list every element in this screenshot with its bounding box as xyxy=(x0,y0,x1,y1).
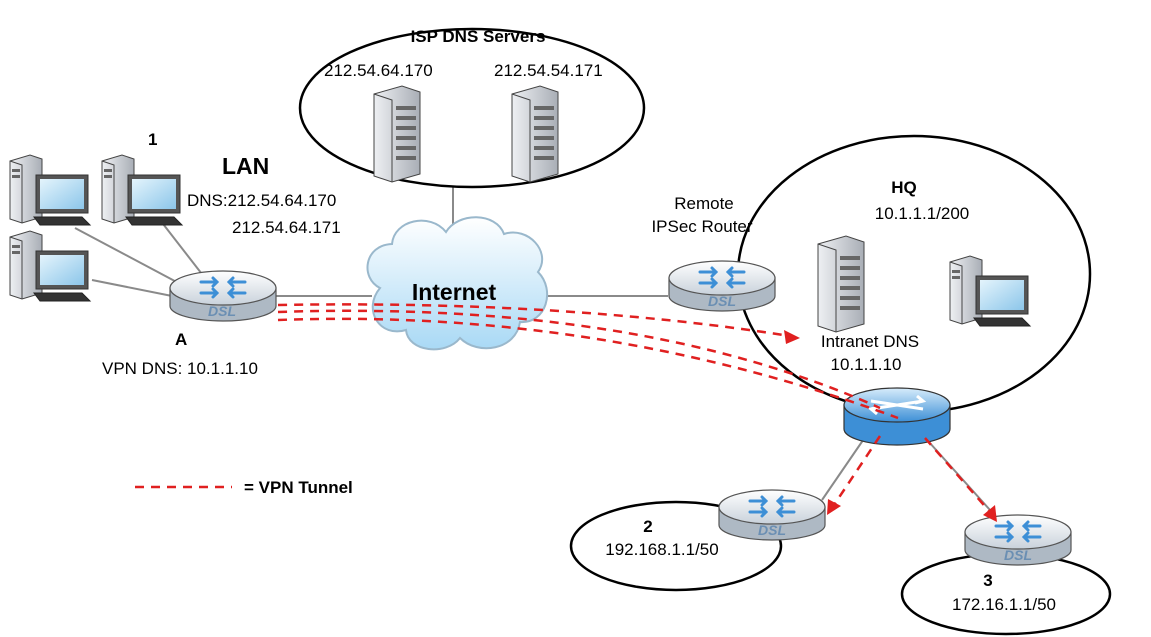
remote-router-label-line1: Remote xyxy=(674,194,734,213)
arrowhead-site2 xyxy=(827,499,841,515)
lan-pc-1-icon xyxy=(9,154,91,226)
legend-label: = VPN Tunnel xyxy=(244,478,353,497)
internet-label: Internet xyxy=(412,279,497,305)
network-links xyxy=(74,186,991,511)
isp-server1-ip: 212.54.64.170 xyxy=(324,61,433,80)
isp-title: ISP DNS Servers xyxy=(411,27,546,46)
link-pc2-router-a xyxy=(159,219,206,279)
lan-pc-3-icon xyxy=(9,230,91,302)
site2-number: 2 xyxy=(643,517,652,536)
intranet-dns-ip: 10.1.1.10 xyxy=(831,355,902,374)
remote-router-dsl-text: DSL xyxy=(708,293,736,309)
hq-title: HQ xyxy=(891,178,917,197)
internet-cloud-icon xyxy=(366,216,548,351)
router-a-dsl-text: DSL xyxy=(208,303,236,319)
router-3-dsl-text: DSL xyxy=(1004,547,1032,563)
lan-dns-line2: 212.54.64.171 xyxy=(232,218,341,237)
isp-server2-ip: 212.54.54.171 xyxy=(494,61,603,80)
link-pc1-router-a xyxy=(74,227,187,288)
arrowhead-hq xyxy=(784,330,800,344)
lan-pc-number: 1 xyxy=(148,130,157,149)
vpn-tunnel-a-to-switch-1 xyxy=(277,309,881,410)
vpn-tunnel-a-to-hq xyxy=(277,303,791,338)
lan-title: LAN xyxy=(222,153,269,179)
vpn-tunnels xyxy=(135,303,991,513)
isp-dns-server-2-icon xyxy=(511,85,559,183)
router-2-dsl-text: DSL xyxy=(758,522,786,538)
site3-region xyxy=(900,552,1112,636)
hq-subnet: 10.1.1.1/200 xyxy=(875,204,970,223)
vpn-tunnel-switch-to-site3 xyxy=(924,437,991,513)
vpn-arrowheads xyxy=(784,330,997,522)
lan-pc-2-icon xyxy=(101,154,183,226)
isp-dns-server-1-icon xyxy=(373,85,421,183)
link-switch-router3 xyxy=(919,431,991,511)
remote-router-label-line2: IPSec Router xyxy=(651,217,752,236)
link-switch-router2 xyxy=(821,429,871,501)
router-a-label: A xyxy=(175,330,187,349)
isp-dns-region xyxy=(298,27,646,189)
site3-number: 3 xyxy=(983,571,992,590)
arrowhead-site3 xyxy=(983,505,997,522)
site3-subnet: 172.16.1.1/50 xyxy=(952,595,1056,614)
hq-switch-icon xyxy=(843,387,951,446)
vpn-tunnel-switch-to-site2 xyxy=(832,435,882,506)
lan-vpn-dns: VPN DNS: 10.1.1.10 xyxy=(102,359,258,378)
intranet-dns-server-icon xyxy=(817,235,865,333)
site2-subnet: 192.168.1.1/50 xyxy=(605,540,718,559)
link-pc3-router-a xyxy=(91,279,173,297)
lan-dns-line1: DNS:212.54.64.170 xyxy=(187,191,336,210)
intranet-dns-label: Intranet DNS xyxy=(821,332,919,351)
